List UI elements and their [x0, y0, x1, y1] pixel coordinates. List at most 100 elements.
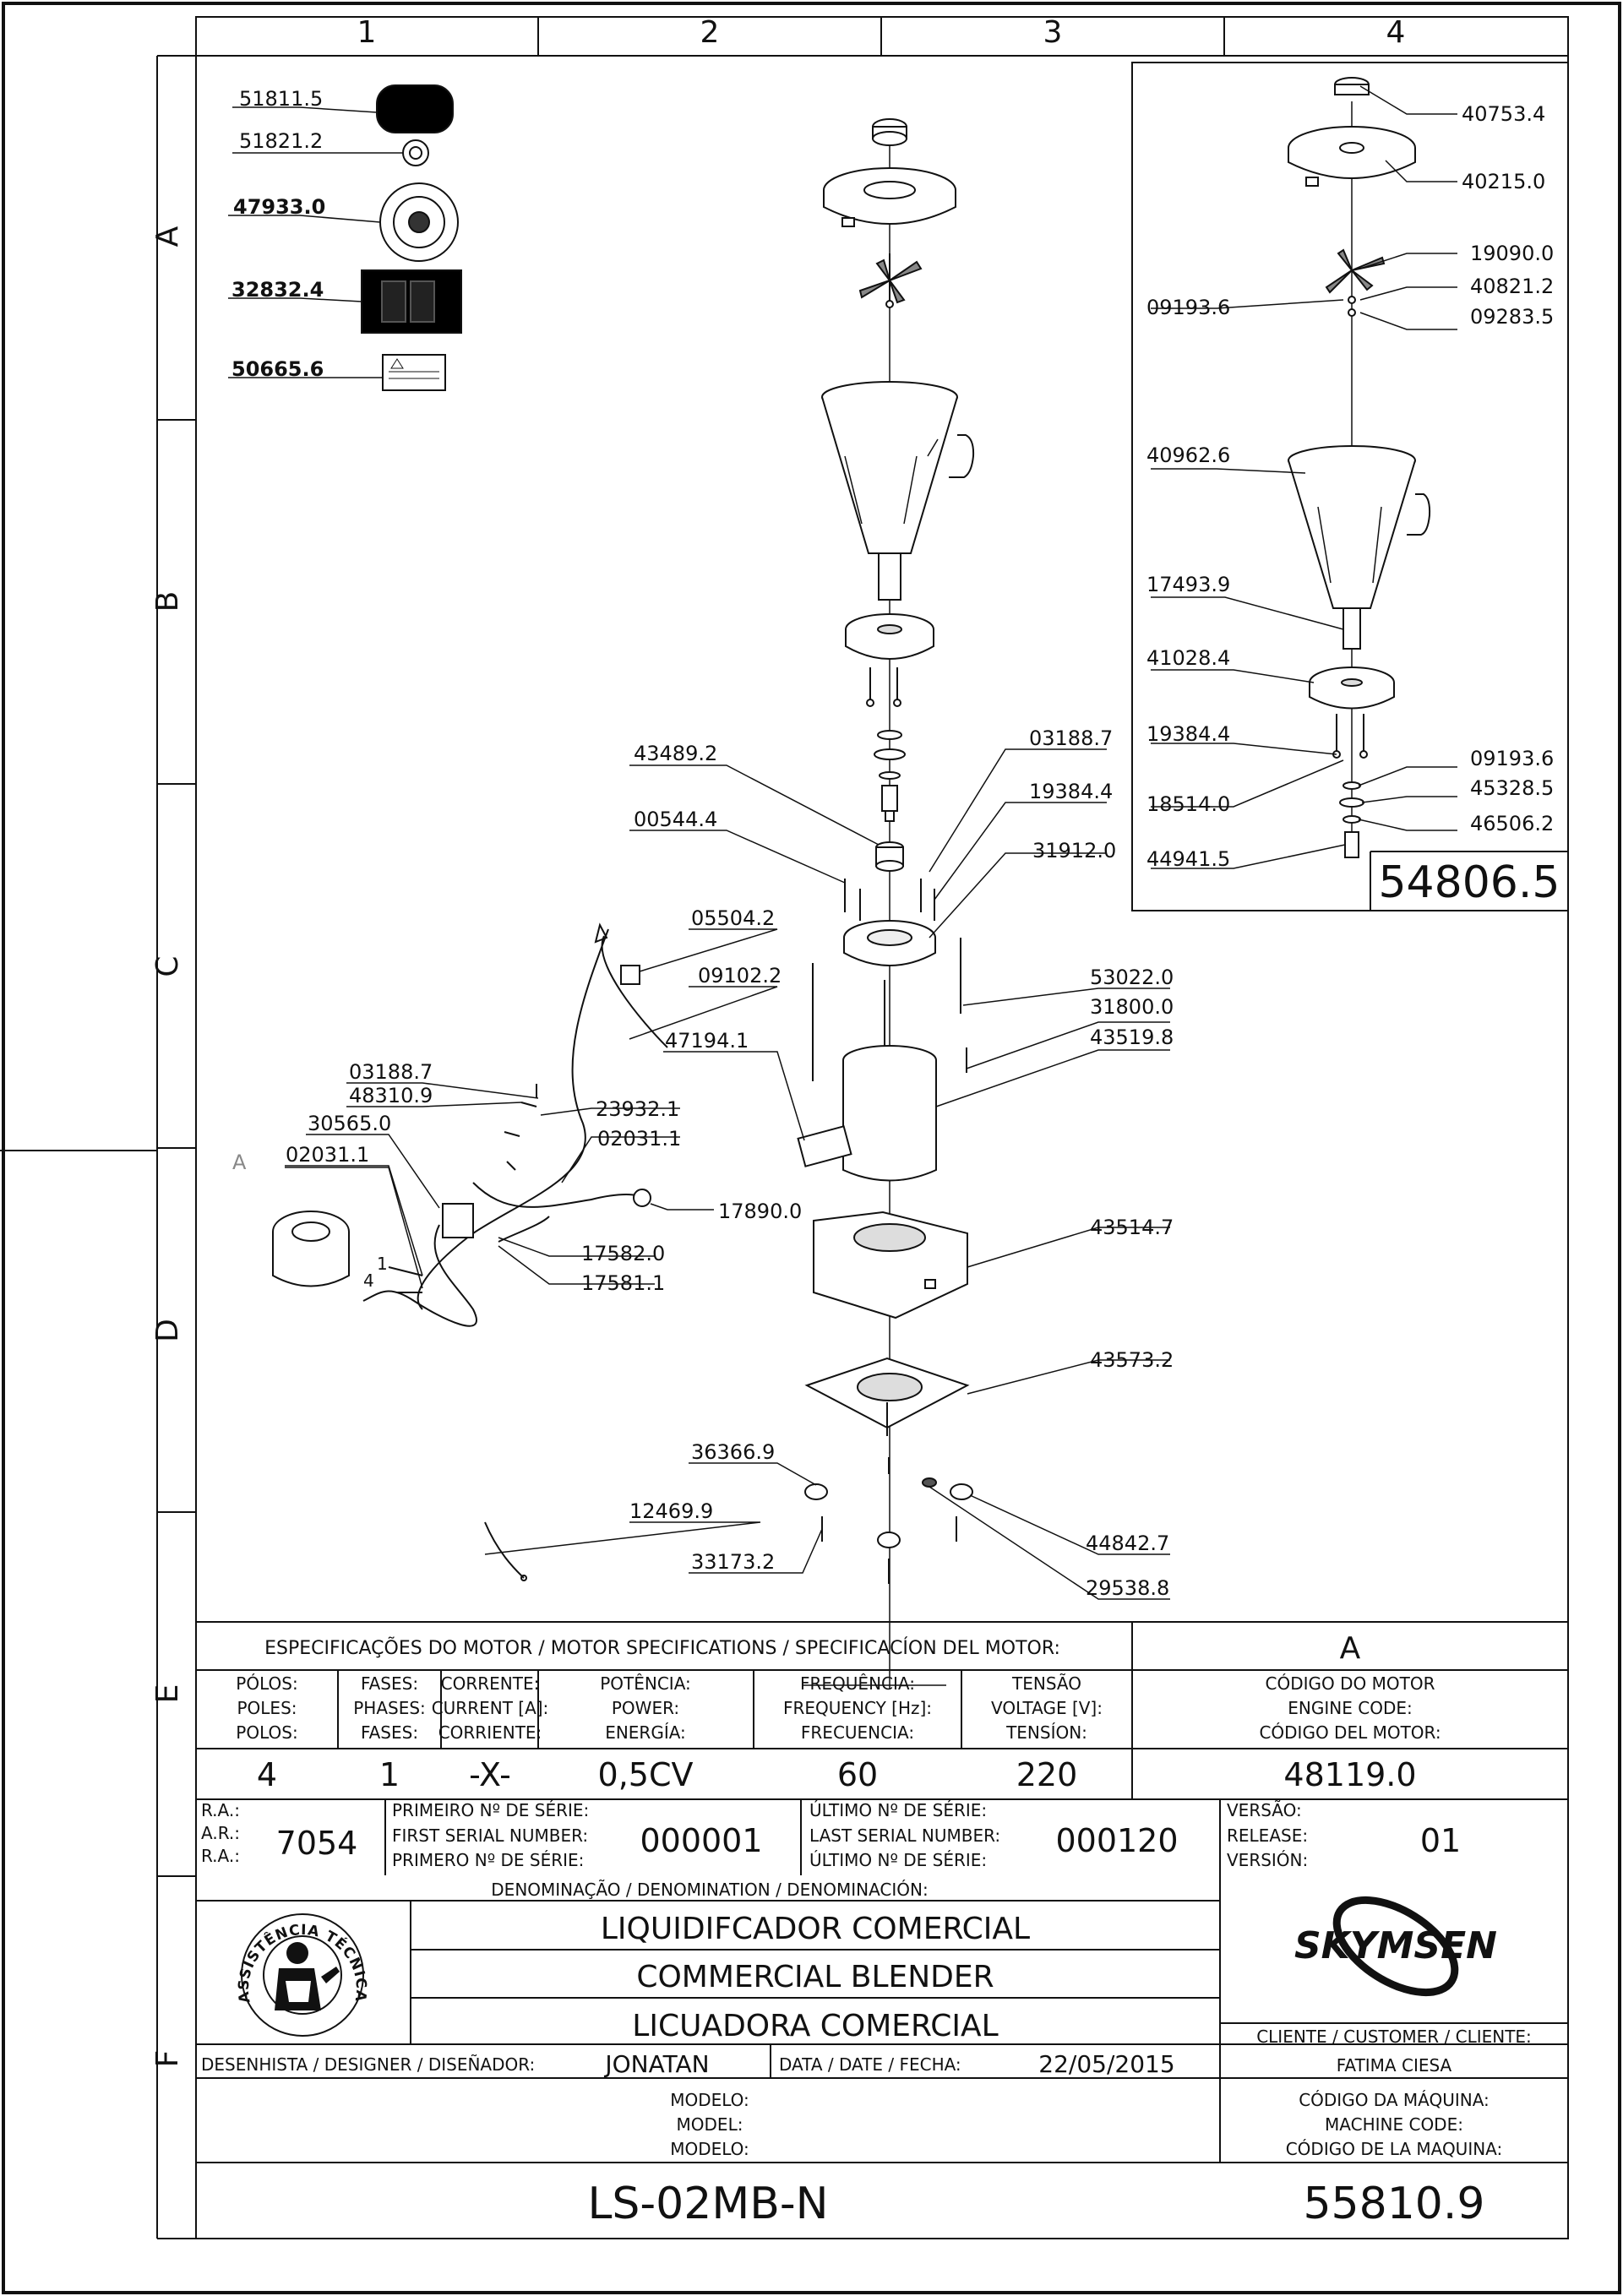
callout-12469-9: 12469.9 — [629, 1499, 713, 1523]
last-serial-value: 000120 — [1055, 1822, 1178, 1859]
callout-44941-5: 44941.5 — [1146, 847, 1230, 871]
callout-43514-7: 43514.7 — [1090, 1216, 1174, 1239]
denomination-es: LICUADORA COMERCIAL — [632, 2009, 998, 2043]
callout-32832-4: 32832.4 — [231, 278, 324, 302]
header-engine-code-en: ENGINE CODE: — [1288, 1698, 1412, 1718]
callout-30565-0: 30565.0 — [308, 1112, 391, 1135]
callout-53022-0: 53022.0 — [1090, 966, 1174, 989]
version-label-en: RELEASE: — [1227, 1825, 1308, 1846]
last-serial-label-en: LAST SERIAL NUMBER: — [809, 1825, 1000, 1846]
callout-31912-0: 31912.0 — [1032, 839, 1116, 862]
callout-47194-1: 47194.1 — [665, 1029, 749, 1053]
value-phases: 1 — [379, 1756, 400, 1793]
version-value: 01 — [1420, 1822, 1461, 1859]
callout-23932-1: 23932.1 — [596, 1097, 679, 1121]
client-value: FATIMA CIESA — [1337, 2055, 1452, 2076]
version-label-es: VERSIÓN: — [1227, 1850, 1308, 1870]
main-blender-assembly — [797, 118, 975, 1689]
header-phases-es: FASES: — [361, 1722, 418, 1743]
model-label-en: MODEL: — [677, 2114, 743, 2135]
first-serial-label-es: PRIMERO Nº DE SÉRIE: — [392, 1850, 584, 1870]
callout-17493-9: 17493.9 — [1146, 573, 1230, 596]
wire-pin-4: 4 — [363, 1270, 374, 1291]
header-current-en: CURRENT [A]: — [432, 1698, 549, 1718]
header-power-pt: POTÊNCIA: — [600, 1673, 691, 1694]
denomination-pt: LIQUIDIFCADOR COMERCIAL — [601, 1912, 1030, 1946]
value-power: 0,5CV — [598, 1756, 694, 1793]
model-value: LS-02MB-N — [587, 2179, 828, 2229]
grid-row-c: C — [150, 955, 185, 977]
callout-29538-8: 29538.8 — [1086, 1576, 1169, 1600]
value-frequency: 60 — [837, 1756, 878, 1793]
housing-part — [797, 1045, 937, 1182]
grid-col-1: 1 — [357, 15, 377, 50]
motor-spec-variant: A — [1340, 1631, 1361, 1666]
value-poles: 4 — [257, 1756, 277, 1793]
first-serial-label-en: FIRST SERIAL NUMBER: — [392, 1825, 588, 1846]
callout-19090-0: 19090.0 — [1470, 242, 1554, 265]
header-phases-en: PHASES: — [353, 1698, 426, 1718]
grid-row-a: A — [150, 226, 185, 247]
value-current: -X- — [469, 1756, 511, 1793]
black-label-part — [376, 84, 454, 133]
motor-spec-headers: PÓLOS: POLES: POLOS: FASES: PHASES: FASE… — [236, 1673, 1441, 1743]
value-voltage: 220 — [1016, 1756, 1078, 1793]
callout-51821-2: 51821.2 — [239, 129, 323, 153]
grid-col-2: 2 — [700, 15, 720, 50]
jar-base-part — [845, 613, 934, 660]
callout-43573-2: 43573.2 — [1090, 1348, 1174, 1372]
callout-02031-1-left: 02031.1 — [286, 1143, 369, 1167]
grid-col-4: 4 — [1386, 15, 1406, 50]
header-voltage-es: TENSÍON: — [1005, 1722, 1087, 1743]
callout-41028-4: 41028.4 — [1146, 646, 1230, 670]
first-serial-value: 000001 — [640, 1822, 762, 1859]
foot-plate-part — [804, 1357, 970, 1436]
denomination-label: DENOMINAÇÃO / DENOMINATION / DENOMINACIÓ… — [491, 1880, 928, 1900]
designer-label: DESENHISTA / DESIGNER / DISEÑADOR: — [201, 2054, 535, 2075]
denomination-en: COMMERCIAL BLENDER — [636, 1960, 994, 1994]
callout-43489-2: 43489.2 — [634, 742, 717, 765]
callout-36366-9: 36366.9 — [691, 1440, 775, 1464]
header-engine-code-es: CÓDIGO DEL MOTOR: — [1259, 1722, 1441, 1743]
header-current-pt: CORRENTE: — [441, 1673, 540, 1694]
header-voltage-en: VOLTAGE [V]: — [991, 1698, 1103, 1718]
wiring-assembly — [272, 922, 668, 1581]
model-label-pt: MODELO: — [670, 2090, 749, 2110]
jar-part — [821, 381, 975, 601]
grid-col-3: 3 — [1043, 15, 1063, 50]
header-frequency-en: FREQUENCY [Hz]: — [783, 1698, 932, 1718]
leader-lines — [228, 85, 1457, 1600]
header-current-es: CORRIENTE: — [438, 1722, 542, 1743]
header-frequency-pt: FREQUÊNCIA: — [800, 1673, 915, 1694]
motor-a-part — [272, 1211, 350, 1287]
grid-row-e: E — [150, 1684, 185, 1704]
callout-44842-7: 44842.7 — [1086, 1532, 1169, 1555]
drive-shaft-part — [881, 785, 898, 812]
jar-screws — [866, 667, 901, 707]
version-label-pt: VERSÃO: — [1227, 1800, 1302, 1820]
callout-09193-6-bottom: 09193.6 — [1470, 747, 1554, 770]
header-phases-pt: FASES: — [361, 1673, 418, 1694]
callout-47933-0: 47933.0 — [233, 195, 325, 219]
header-poles-en: POLES: — [237, 1698, 297, 1718]
date-value: 22/05/2015 — [1038, 2050, 1174, 2078]
callout-19384-4-inset: 19384.4 — [1146, 722, 1230, 746]
grid-labels: 1 2 3 4 A B C D E F — [150, 15, 1405, 2067]
ra-value: 7054 — [276, 1825, 358, 1862]
small-badge-part — [402, 139, 429, 166]
machine-code-label-en: MACHINE CODE: — [1325, 2114, 1463, 2135]
callout-labels: 51811.5 51821.2 47933.0 32832.4 50665.6 … — [231, 87, 1554, 1600]
machine-code-label-es: CÓDIGO DE LA MAQUINA: — [1286, 2139, 1503, 2159]
blade-part — [858, 253, 923, 308]
callout-40753-4: 40753.4 — [1462, 102, 1545, 126]
callout-19384-4-top: 19384.4 — [1029, 780, 1113, 803]
callout-09102-2: 09102.2 — [698, 964, 782, 987]
callout-33173-2: 33173.2 — [691, 1550, 775, 1574]
first-serial-label-pt: PRIMEIRO Nº DE SÉRIE: — [392, 1800, 589, 1820]
callout-17582-0: 17582.0 — [581, 1242, 665, 1265]
switch-part — [442, 1203, 474, 1238]
callout-43519-8: 43519.8 — [1090, 1026, 1174, 1049]
callout-50665-6: 50665.6 — [231, 357, 324, 381]
